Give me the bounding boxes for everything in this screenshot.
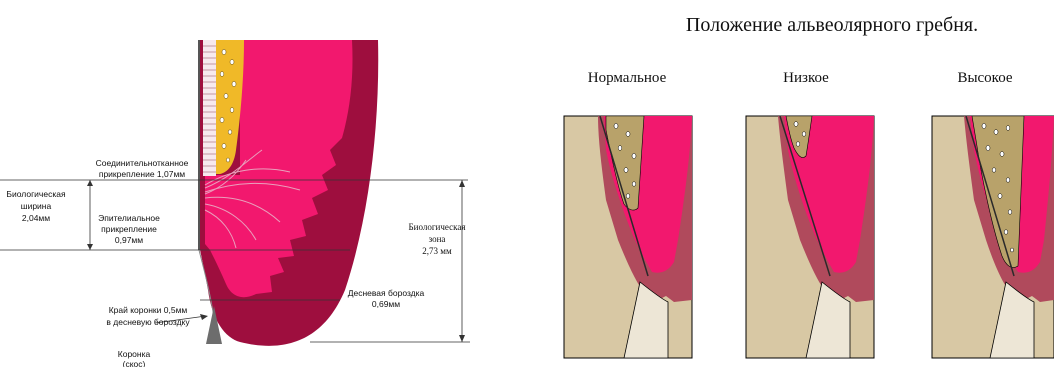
label-biologic-zone: Биологическая зона 2,73 мм: [409, 222, 466, 256]
column-label-high: Высокое: [957, 70, 1012, 86]
biologic-width-value: 2,04мм: [22, 213, 50, 223]
panel-normal: [564, 116, 692, 358]
biologic-zone-value: 2,73 мм: [422, 246, 452, 256]
gingival-sulcus-line1: Десневая бороздка: [348, 288, 425, 298]
biologic-zone-line2: зона: [429, 234, 446, 244]
label-connective-attachment: Соединительнотканное прикрепление 1,07мм: [96, 158, 189, 179]
label-crown: Коронка (скос): [118, 349, 151, 367]
column-label-low: Низкое: [783, 70, 829, 86]
gingival-sulcus-value: 0,69мм: [372, 299, 400, 309]
panel-high: [932, 116, 1054, 358]
connective-attachment-line2: прикрепление 1,07мм: [99, 169, 185, 179]
biologic-width-line2: ширина: [21, 201, 52, 211]
label-crown-margin: Край коронки 0,5мм в десневую бороздку: [106, 305, 190, 327]
label-gingival-sulcus: Десневая бороздка 0,69мм: [348, 288, 425, 309]
periodontal-ligament: [203, 40, 216, 176]
label-biologic-width: Биологическая ширина 2,04мм: [6, 189, 66, 223]
epithelial-attachment-value: 0,97мм: [115, 235, 143, 245]
crown-margin-line1: Край коронки 0,5мм: [109, 305, 188, 315]
connective-attachment-line1: Соединительнотканное: [96, 158, 189, 168]
crown-line1: Коронка: [118, 349, 151, 359]
crown-margin-line2: в десневую бороздку: [106, 317, 190, 327]
biologic-width-line1: Биологическая: [6, 189, 66, 199]
label-epithelial-attachment: Эпителиальное прикрепление 0,97мм: [98, 213, 160, 245]
right-panel-title: Положение альвеолярного гребня.: [686, 14, 978, 36]
crown-line2: (скос): [123, 359, 146, 367]
panel-low: [746, 116, 874, 358]
column-label-normal: Нормальное: [588, 70, 667, 86]
epithelial-attachment-line1: Эпителиальное: [98, 213, 160, 223]
epithelial-attachment-line2: прикрепление: [101, 224, 157, 234]
biologic-zone-line1: Биологическая: [409, 222, 466, 232]
